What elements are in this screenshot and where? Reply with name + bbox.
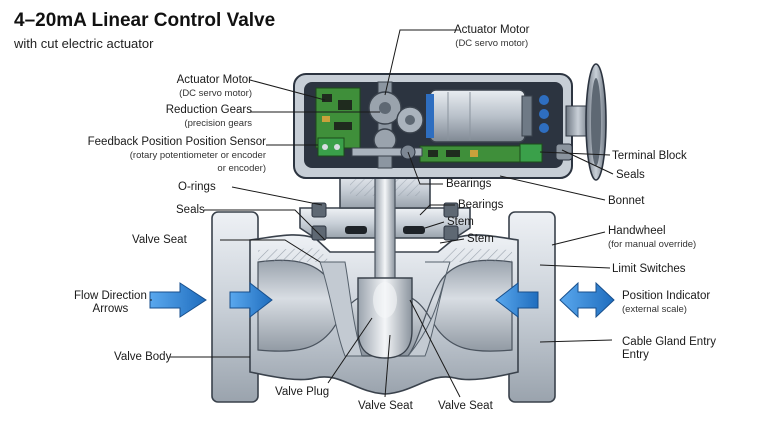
leader-lines: [150, 29, 614, 398]
label-actuator-motor-top: Actuator Motor (DC servo motor): [454, 24, 529, 50]
label-o-rings: O-rings: [178, 181, 216, 193]
label-reduction-gears-text: Reduction Gears: [165, 104, 252, 116]
label-feedback-sensor-text: Feedback Position Position Sensor: [87, 136, 266, 148]
page-subtitle: with cut electric actuator: [14, 36, 154, 51]
label-cable-gland-line1: Cable Gland Entry: [622, 336, 716, 348]
double-arrow-icon: [559, 281, 615, 319]
actuator-housing: [293, 73, 573, 179]
label-flow-direction-line2: Arrows: [92, 303, 129, 315]
label-reduction-gears-sub: (precision gears: [184, 118, 252, 129]
label-cable-gland-line2: Entry: [622, 349, 649, 361]
label-position-indicator: Position Indicator (external scale): [622, 290, 710, 316]
label-actuator-motor-top-text: Actuator Motor: [454, 24, 530, 36]
handwheel-shape: [555, 63, 607, 181]
label-handwheel: Handwheel (for manual override): [608, 225, 696, 251]
label-actuator-motor-left-sub: (DC servo motor): [179, 88, 252, 99]
label-handwheel-text: Handwheel: [608, 225, 666, 237]
label-reduction-gears: Reduction Gears (precision gears: [166, 104, 252, 130]
flow-arrow-left-inner: [229, 281, 273, 319]
label-valve-body: Valve Body: [114, 351, 172, 363]
label-seals-left: Seals: [176, 204, 205, 216]
label-feedback-sensor-sub2: or encoder): [217, 163, 266, 174]
label-valve-seat-bottom-1: Valve Seat: [358, 400, 413, 412]
label-bonnet: Bonnet: [608, 195, 645, 207]
label-feedback-sensor-sub1: (rotary potentiometer or encoder: [129, 150, 266, 161]
label-feedback-sensor: Feedback Position Position Sensor (rotar…: [88, 136, 266, 175]
page-title: 4–20mA Linear Control Valve: [14, 10, 276, 31]
flow-arrow-right-inner: [495, 281, 539, 319]
label-bearings-2: Bearings: [458, 199, 504, 211]
label-valve-plug: Valve Plug: [275, 386, 330, 398]
label-position-indicator-sub: (external scale): [622, 304, 687, 315]
label-bearings-1: Bearings: [446, 178, 492, 190]
label-valve-seat-left: Valve Seat: [132, 234, 187, 246]
label-actuator-motor-left-text: Actuator Motor: [176, 74, 252, 86]
flow-arrow-left-outer: [149, 282, 207, 318]
label-seals-right: Seals: [616, 169, 645, 181]
label-stem-2: Stem: [467, 233, 494, 245]
label-terminal-block: Terminal Block: [612, 150, 687, 162]
label-limit-switches: Limit Switches: [612, 263, 686, 275]
label-actuator-motor-top-sub: (DC servo motor): [455, 38, 529, 49]
label-cable-gland: Cable Gland Entry Entry: [622, 336, 716, 362]
label-valve-seat-bottom-2: Valve Seat: [438, 400, 493, 412]
label-flow-direction: Flow Direction Arrows: [74, 290, 147, 316]
label-stem-1: Stem: [447, 216, 474, 228]
label-flow-direction-line1: Flow Direction: [74, 290, 147, 302]
label-handwheel-sub: (for manual override): [608, 239, 697, 250]
label-actuator-motor-left: Actuator Motor (DC servo motor): [177, 74, 252, 100]
label-position-indicator-text: Position Indicator: [622, 290, 711, 302]
